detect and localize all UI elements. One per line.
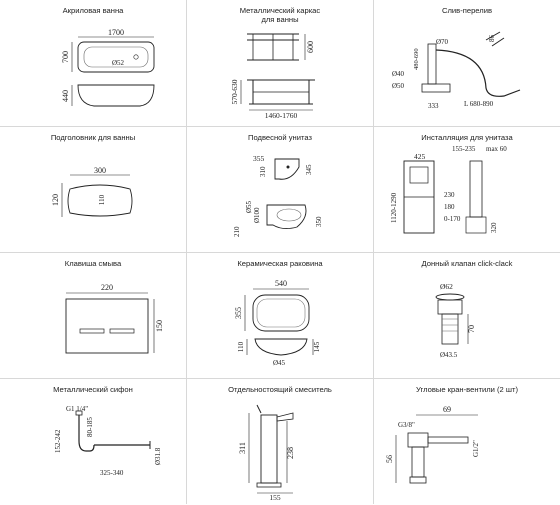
sink-drawing: 540 355 110 145 Ø45	[234, 279, 321, 367]
dim-overflow-diameter: Ø70	[436, 38, 449, 46]
mixer-drawing: 311 238 155	[238, 404, 295, 502]
dim-width: 540	[275, 279, 287, 288]
dim-length: 1460-1760	[265, 111, 298, 120]
cell-title: Керамическая раковина	[237, 259, 323, 268]
cell-headrest: Подголовник для ванны 300 120 110	[0, 127, 186, 253]
cell-overflow-drain: Слив-перелив 86 480-690 Ø70 Ø40 Ø50 333 …	[374, 0, 560, 126]
dim-max-wall: max 60	[486, 145, 507, 153]
dim-pipe-40: Ø40	[392, 70, 405, 78]
dim-bottom-diameter: Ø43.5	[440, 351, 458, 359]
cell-title: Клавиша смыва	[64, 259, 122, 268]
dim-top-diameter: Ø62	[440, 282, 453, 291]
installation-drawing: 425 155-235 max 60 1120-1290 230 180 0-1…	[390, 145, 507, 234]
dim-height-range: 480-690	[413, 48, 420, 70]
column-divider	[373, 0, 374, 504]
cell-title: Подвесной унитаз	[248, 133, 312, 142]
dim-width: 425	[414, 152, 426, 161]
cell-title: Акриловая ванна	[62, 6, 124, 15]
cell-metal-siphon: Металлический сифон G1 1/4" 80-185 152-2…	[0, 379, 186, 505]
dim-depth: 355	[234, 307, 243, 319]
cell-title: Металлический сифон	[53, 385, 133, 394]
dim-bowl: 145	[313, 341, 321, 352]
dim-inner: 110	[98, 194, 106, 205]
dim-height: 150	[155, 320, 164, 332]
toilet-drawing: 355 310 345 Ø55 Ø100 210 350	[233, 154, 323, 237]
cell-title: Отдельностоящий смеситель	[228, 385, 332, 394]
dim-height: 110	[237, 341, 245, 352]
dim-cable-length: L 680-890	[464, 100, 494, 108]
drain-drawing: 86 480-690 Ø70 Ø40 Ø50 333 L 680-890	[392, 31, 521, 110]
dim-depth: 345	[305, 164, 313, 175]
cell-title: Слив-перелив	[442, 6, 492, 15]
cell-acrylic-bathtub: Акриловая ванна 1700 Ø52 700 440	[0, 0, 186, 126]
dim-vertical-range: 80-185	[86, 417, 94, 437]
dim-outlet-thread: G1/2"	[472, 440, 480, 457]
dim-height-range: 1120-1290	[390, 192, 398, 223]
cell-title: Донный клапан click-clack	[421, 259, 513, 268]
row-divider	[0, 126, 560, 127]
frame-drawing: 600 570-630 1460-1760	[230, 33, 315, 120]
dim-mount-height: 210	[233, 226, 241, 237]
dim-pipe-50: Ø50	[392, 82, 405, 90]
dim-outlet-55: Ø55	[245, 200, 253, 213]
dim-total-height: 311	[238, 442, 247, 454]
row-divider	[0, 252, 560, 253]
flush-button-drawing: 220 150	[65, 283, 164, 354]
cell-title: Инсталляция для унитаза	[421, 133, 513, 142]
dim-length: 355	[253, 154, 265, 163]
dim-inlet-thread: G3/8"	[398, 421, 415, 429]
dim-height: 70	[467, 325, 476, 333]
dim-thread: G1 1/4"	[66, 405, 88, 413]
dim-outlet-100: Ø100	[253, 207, 261, 223]
cell-title: Подголовник для ванны	[50, 133, 136, 142]
cell-standalone-mixer: Отдельностоящий смеситель 311 238 155	[187, 379, 373, 505]
cell-angle-valves: Угловые кран-вентили (2 шт) 69 G3/8" 56 …	[374, 379, 560, 505]
valve-drawing: Ø62 70 Ø43.5	[435, 282, 476, 359]
dim-outlet-230: 230	[444, 191, 455, 199]
dim-depth-range: 155-235	[452, 145, 476, 153]
bathtub-drawing: 1700 Ø52 700 440	[61, 28, 155, 107]
dim-drain: Ø52	[112, 59, 125, 67]
dim-width: 700	[61, 51, 70, 63]
dim-height-range: 152-242	[54, 429, 62, 453]
cell-click-clack-valve: Донный клапан click-clack Ø62 70 Ø43.5	[374, 253, 560, 379]
cell-flush-button: Клавиша смыва 220 150	[0, 253, 186, 379]
dim-width: 600	[306, 41, 315, 53]
cell-title: Угловые кран-вентили (2 шт)	[416, 385, 518, 394]
dim-height: 120	[51, 194, 60, 206]
dim-height: 570-630	[230, 79, 239, 104]
cell-ceramic-sink: Керамическая раковина 540 355 110 145 Ø4…	[187, 253, 373, 379]
dim-spout-length: 155	[269, 493, 281, 502]
cell-installation: Инсталляция для унитаза 425 155-235 max …	[374, 127, 560, 253]
dim-length-range: 325-340	[100, 469, 124, 477]
siphon-drawing: G1 1/4" 80-185 152-242 Ø31.8 325-340	[54, 405, 162, 477]
angle-valve-drawing: 69 G3/8" 56 G1/2"	[385, 405, 480, 484]
dim-height: 56	[385, 455, 394, 463]
dim-overflow-depth: 86	[488, 35, 496, 43]
dim-length: 1700	[108, 28, 124, 37]
headrest-drawing: 300 120 110	[51, 166, 133, 217]
dim-spout-height: 238	[286, 447, 295, 459]
dim-length: 300	[94, 166, 106, 175]
dim-pipe: 320	[490, 222, 498, 233]
dim-pipe-diameter: Ø31.8	[154, 447, 162, 465]
dim-bolt-180: 180	[444, 203, 455, 211]
dim-width: 333	[428, 102, 439, 110]
dim-seat-height: 310	[259, 166, 267, 177]
dim-height: 440	[61, 90, 70, 102]
dim-total: 350	[315, 216, 323, 227]
dim-drain: Ø45	[273, 359, 286, 367]
column-divider	[186, 0, 187, 504]
dim-length: 69	[443, 405, 451, 414]
row-divider	[0, 378, 560, 379]
dim-leg-range: 0-170	[444, 215, 461, 223]
dim-width: 220	[101, 283, 113, 292]
cell-wall-toilet: Подвесной унитаз 355 310 345 Ø55 Ø100 21…	[187, 127, 373, 253]
